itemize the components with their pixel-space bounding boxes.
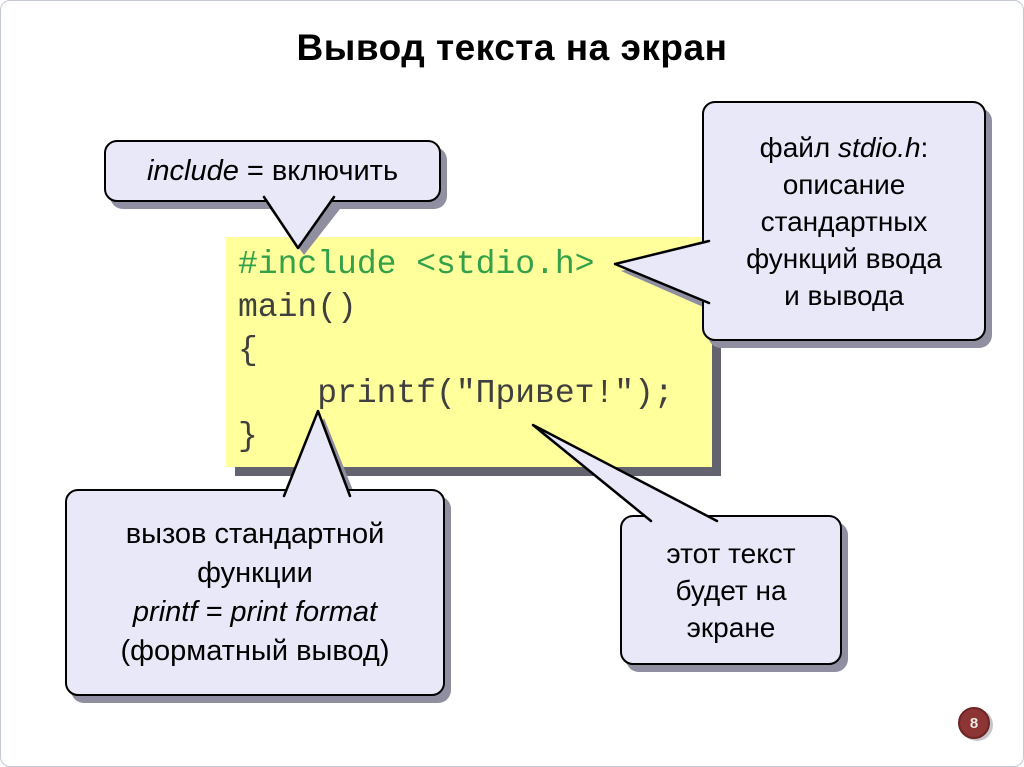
code-box: #include <stdio.h> main() { printf("Прив…	[226, 237, 712, 467]
callout-stdio-prefix: файл	[759, 131, 839, 163]
callout-include-translation: = включить	[238, 154, 399, 187]
callout-screen-text: этот текст будет на экране	[620, 515, 842, 665]
slide-title: Вывод текста на экран	[296, 27, 728, 68]
callout-include-text: include = включить	[147, 153, 398, 190]
callout-stdio-filename: stdio.h	[838, 131, 921, 163]
code-line-include: #include <stdio.h>	[238, 246, 595, 283]
callout-stdio-line3: стандартных	[760, 205, 928, 237]
callout-screen-line2: будет на	[675, 574, 787, 606]
code-line-close-brace: }	[238, 418, 258, 455]
callout-stdio-colon: :	[920, 131, 929, 163]
callout-screen-line3: экране	[686, 611, 776, 643]
callout-printf: вызов стандартной функции printf = print…	[65, 489, 445, 696]
callout-printf-line3: printf = print format	[132, 595, 378, 628]
callout-printf-line2: функции	[197, 556, 313, 589]
callout-printf-line4: (форматный вывод)	[120, 634, 390, 667]
callout-screen-line1: этот текст	[666, 537, 796, 569]
callout-file-stdio: файл stdio.h: описание стандартных функц…	[702, 101, 986, 341]
callout-include: include = включить	[104, 140, 441, 202]
page-number: 8	[969, 714, 979, 732]
callout-include-term: include	[146, 154, 239, 187]
callout-stdio-line1: файл stdio.h:	[760, 129, 929, 166]
code-line-main: main()	[238, 289, 357, 326]
callout-stdio-line2: описание	[782, 168, 906, 200]
page-number-badge: 8	[958, 707, 990, 739]
callout-printf-line1: вызов стандартной	[125, 517, 385, 550]
code-line-printf: printf("Привет!");	[238, 375, 674, 412]
callout-stdio-line4: функций ввода	[746, 242, 942, 274]
code-line-open-brace: {	[238, 332, 258, 369]
callout-stdio-line5: и вывода	[784, 279, 904, 311]
